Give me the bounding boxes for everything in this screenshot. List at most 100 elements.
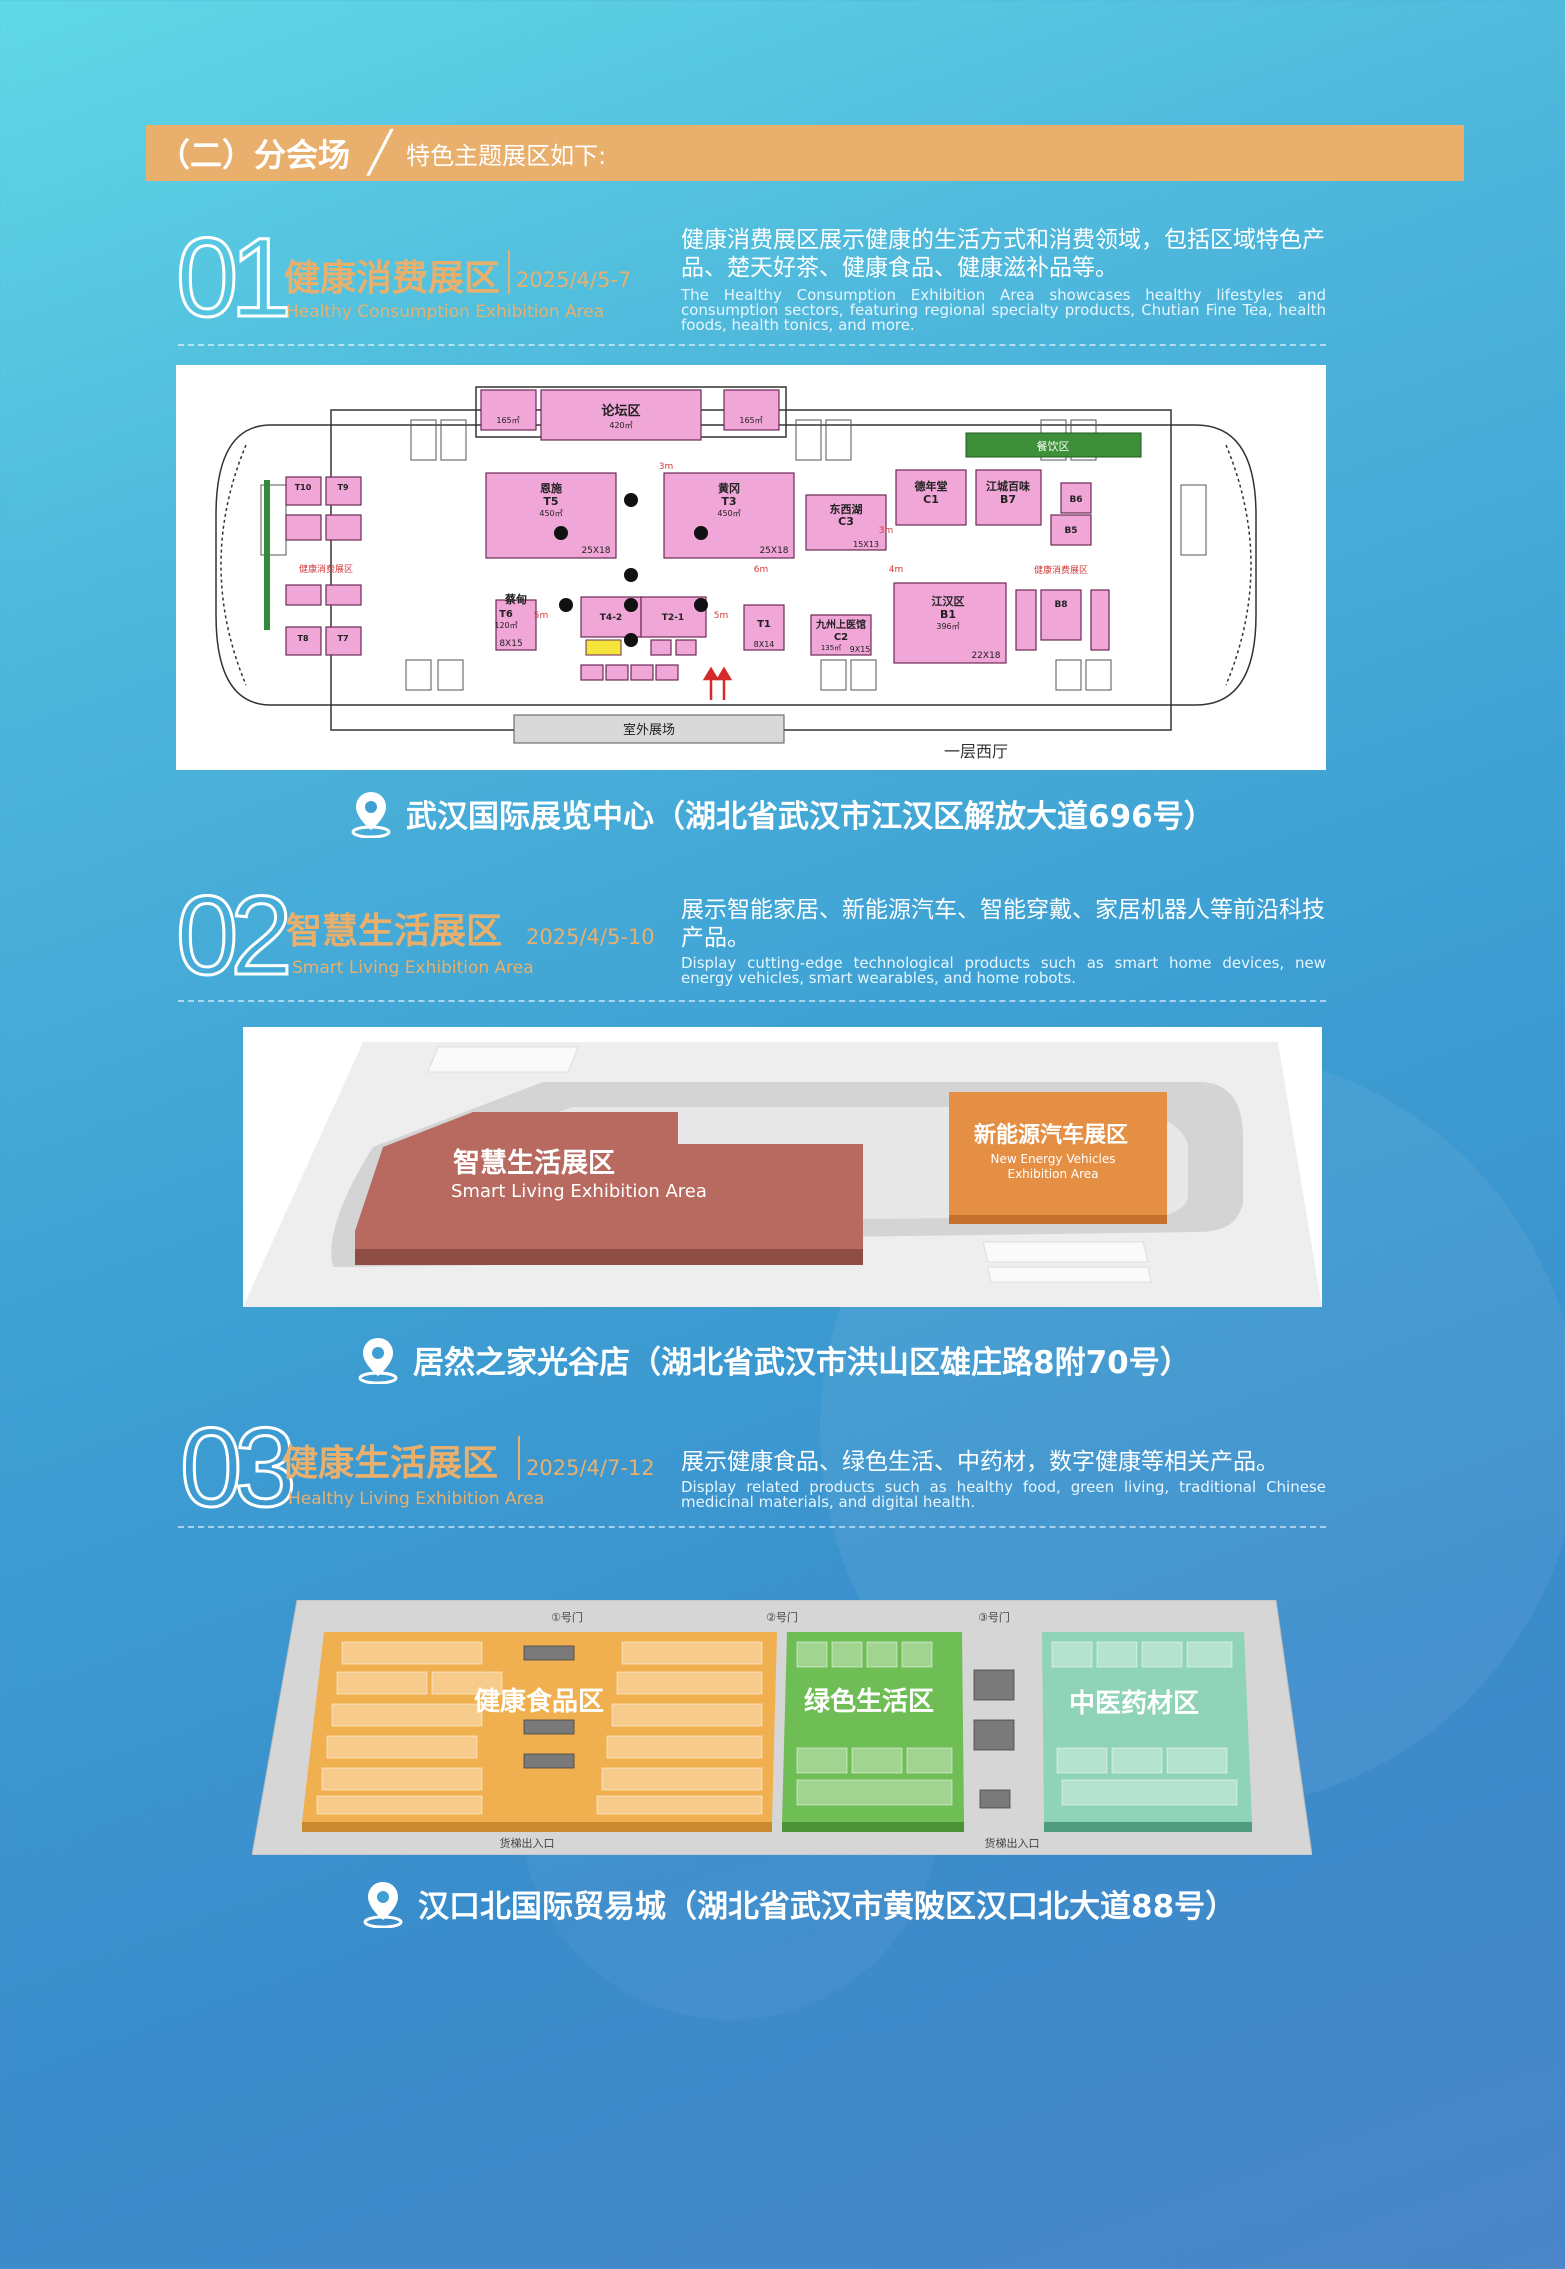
- section-heading: 01 健康消费展区 2025/4/5-7 Healthy Consumption…: [146, 220, 1326, 342]
- booth-c2-code: C2: [834, 632, 848, 643]
- booth-b1-code: B1: [940, 608, 956, 621]
- address-text: 武汉国际展览中心（湖北省武汉市江汉区解放大道696号）: [406, 798, 1215, 835]
- nev-zone-cn: 新能源汽车展区: [974, 1122, 1128, 1148]
- nev-zone-en-line1: New Energy Vehicles: [991, 1152, 1116, 1166]
- dashed-divider: [178, 1526, 1326, 1528]
- booth-t5-area: 450㎡: [539, 509, 562, 518]
- section-title: 健康消费展区: [284, 258, 501, 299]
- healthy-living-svg: 健康食品区 绿色生活区 中医药材区 ①号门 ②号门 ③号门 货梯出入口 货梯出入…: [251, 1599, 1313, 1856]
- floor-plan-svg: 餐饮区: [215, 386, 1257, 761]
- smart-living-svg: 智慧生活展区 Smart Living Exhibition Area 新能源汽…: [243, 1042, 1322, 1307]
- floor-plan-map: 餐饮区: [176, 365, 1326, 770]
- smart-living-map: 智慧生活展区 Smart Living Exhibition Area 新能源汽…: [243, 1027, 1322, 1307]
- freight-exit-label: 货梯出入口: [500, 1836, 555, 1850]
- booth-t2: T2-1: [662, 613, 684, 623]
- booth-b7-code: B7: [1000, 493, 1016, 506]
- address-row: 汉口北国际贸易城（湖北省武汉市黄陂区汉口北大道88号）: [360, 1878, 1236, 1928]
- section-date: 2025/4/5-10: [526, 925, 655, 949]
- title-divider: [518, 1436, 520, 1480]
- address-row: 居然之家光谷店（湖北省武汉市洪山区雄庄路8附70号）: [355, 1334, 1191, 1384]
- gate-3-label: ③号门: [978, 1610, 1010, 1624]
- booth-t9: T9: [337, 483, 348, 492]
- booth-t5-code: T5: [543, 495, 558, 508]
- location-pin-icon: [351, 792, 391, 838]
- booth-b8: B8: [1054, 600, 1067, 610]
- gate-2-label: ②号门: [766, 1610, 798, 1624]
- section-description-en: The Healthy Consumption Exhibition Area …: [681, 286, 1326, 334]
- dashed-divider: [178, 344, 1326, 346]
- booth-t3-name: 黄冈: [718, 481, 740, 495]
- section-description: 展示健康食品、绿色生活、中药材，数字健康等相关产品。: [681, 1449, 1279, 1475]
- booth-c1-name: 德年堂: [914, 479, 948, 493]
- section-number: 03: [179, 1405, 299, 1530]
- booth-c2-area: 135㎡: [821, 644, 841, 652]
- booth-t3-dim: 25X18: [759, 546, 788, 556]
- zone-label-right: 健康消费展区: [1034, 564, 1088, 576]
- tcm-zone-label: 中医药材区: [1069, 1689, 1199, 1719]
- booth-forum: 论坛区: [601, 403, 640, 419]
- gap-label: 3m: [879, 526, 894, 536]
- nev-zone-en-line2: Exhibition Area: [1008, 1167, 1099, 1181]
- hall-label: 一层西厅: [944, 742, 1008, 761]
- location-pin-icon: [363, 1882, 403, 1928]
- booth-t3-code: T3: [721, 495, 736, 508]
- smart-living-zone-en: Smart Living Exhibition Area: [451, 1181, 707, 1202]
- booth-c2-dim: 9X15: [850, 645, 871, 654]
- section-date: 2025/4/7-12: [526, 1456, 655, 1480]
- healthy-living-map: 健康食品区 绿色生活区 中医药材区 ①号门 ②号门 ③号门 货梯出入口 货梯出入…: [251, 1599, 1313, 1856]
- booth-b1-name: 江汉区: [932, 594, 965, 608]
- gap-label: 5m: [714, 611, 729, 621]
- outdoor-area-label: 室外展场: [623, 722, 675, 738]
- zone-label-left: 健康消费展区: [299, 563, 353, 575]
- section-title: 健康生活展区: [282, 1443, 499, 1484]
- section-title: 智慧生活展区: [286, 911, 503, 952]
- booth-c3-name: 东西湖: [830, 502, 863, 516]
- location-pin-icon: [358, 1338, 398, 1384]
- gap-label: 4m: [889, 565, 904, 575]
- booth-c3-code: C3: [838, 515, 854, 528]
- section-date: 2025/4/5-7: [516, 268, 632, 292]
- header-divider: ╱: [368, 130, 393, 176]
- booth-t10: T10: [295, 483, 312, 492]
- dashed-divider: [178, 1000, 1326, 1002]
- booth-t5-dim: 25X18: [581, 546, 610, 556]
- section-heading: 03 健康生活展区 2025/4/7-12 Healthy Living Exh…: [146, 1405, 1326, 1532]
- section-description: 健康消费展区展示健康的生活方式和消费领域，包括区域特色产品、楚天好茶、健康食品、…: [681, 227, 1325, 281]
- section-description-en: Display related products such as healthy…: [681, 1478, 1326, 1511]
- green-zone-label: 绿色生活区: [804, 1686, 934, 1717]
- section-en-title: Healthy Consumption Exhibition Area: [286, 302, 605, 322]
- header-title: （二）分会场: [158, 136, 351, 174]
- header-subtitle: 特色主题展区如下:: [406, 141, 607, 170]
- booth-t5-name: 恩施: [540, 481, 562, 495]
- address-text: 汉口北国际贸易城（湖北省武汉市黄陂区汉口北大道88号）: [418, 1888, 1237, 1925]
- booth-b1-area: 396㎡: [936, 622, 959, 631]
- section-number: 02: [175, 873, 295, 998]
- booth-t6-name: 蔡甸: [504, 592, 527, 606]
- gap-label: 3m: [659, 462, 674, 472]
- booth-c3-dim: 15X13: [853, 540, 879, 549]
- address-row: 武汉国际展览中心（湖北省武汉市江汉区解放大道696号）: [348, 788, 1215, 838]
- freight-exit-label: 货梯出入口: [985, 1836, 1040, 1850]
- smart-living-zone-cn: 智慧生活展区: [453, 1148, 615, 1179]
- section-en-title: Smart Living Exhibition Area: [292, 958, 534, 978]
- booth-c1-code: C1: [923, 493, 939, 506]
- food-zone-label: 健康食品区: [474, 1686, 604, 1717]
- section-description-en: Display cutting-edge technological produ…: [681, 954, 1326, 987]
- booth-b1-dim: 22X18: [971, 651, 1000, 661]
- booth-t7: T7: [337, 634, 348, 643]
- section-header-bar: （二）分会场 ╱ 特色主题展区如下:: [146, 125, 1464, 181]
- section-description: 展示智能家居、新能源汽车、智能穿戴、家居机器人等前沿科技产品。: [681, 897, 1325, 951]
- cafe-label: 餐饮区: [1037, 439, 1070, 453]
- booth-t6-area: 120㎡: [494, 621, 517, 630]
- booth-t3-area: 450㎡: [717, 509, 740, 518]
- title-divider: [508, 250, 510, 294]
- booth-right-small-area: 165㎡: [739, 416, 762, 425]
- gap-label: 6m: [754, 565, 769, 575]
- section-en-title: Healthy Living Exhibition Area: [288, 1489, 545, 1509]
- gate-1-label: ①号门: [551, 1610, 583, 1624]
- booth-b5: B5: [1064, 526, 1077, 536]
- booth-t1: T1: [757, 619, 771, 630]
- booth-b6: B6: [1069, 495, 1082, 505]
- section-heading: 02 智慧生活展区 2025/4/5-10 Smart Living Exhib…: [146, 873, 1326, 1000]
- booth-c2-name: 九州上医馆: [815, 618, 866, 631]
